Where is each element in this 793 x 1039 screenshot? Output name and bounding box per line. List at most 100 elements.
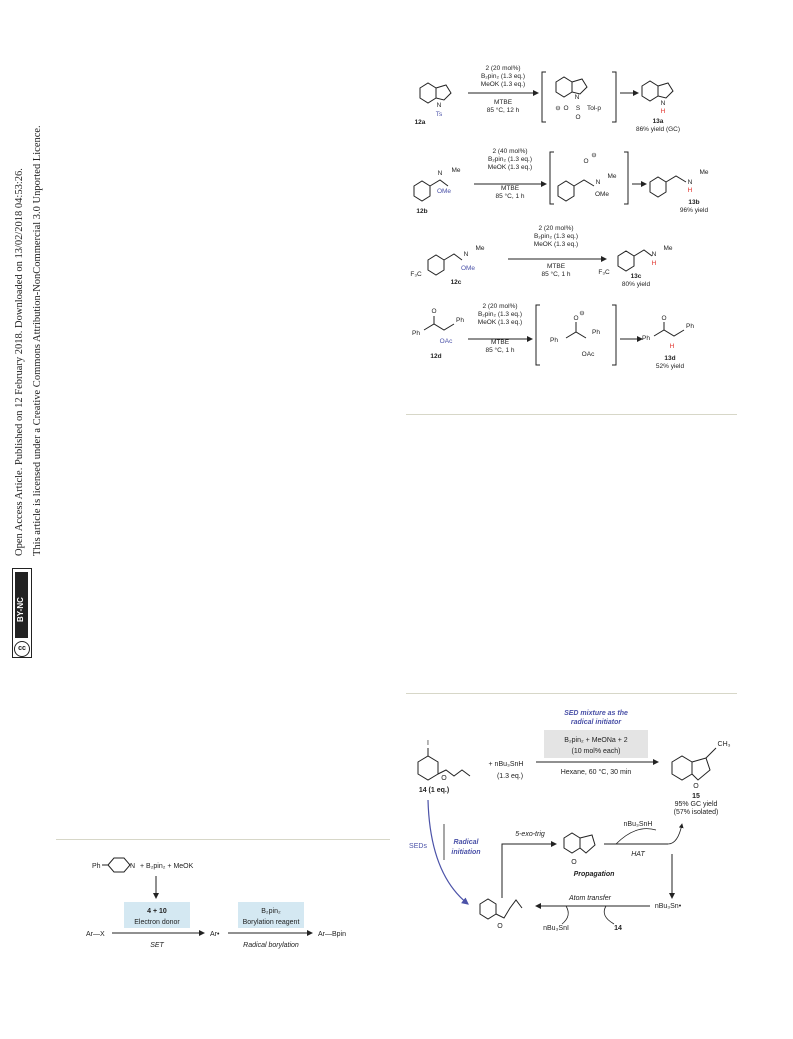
scheme-left-box1-line2: Electron donor	[134, 919, 180, 926]
scheme-top-r1-cond2: B₂pin₂ (1.3 eq.)	[481, 73, 525, 80]
scheme-top-r1-prod-n: N	[661, 100, 666, 107]
scheme-right-sn-radical: nBu₃Sn•	[655, 903, 682, 910]
scheme-top-r4-int-minus: ⊖	[579, 310, 585, 317]
scheme-top-r4-int-ph2: Ph	[592, 329, 600, 336]
scheme-right-rad-o: O	[497, 923, 503, 930]
scheme-top-r2-int-minus: ⊖	[591, 152, 597, 159]
scheme-right-hat: HAT	[631, 851, 645, 858]
scheme-right-title2: radical initiator	[571, 719, 622, 726]
scheme-right-propagation: Propagation	[574, 871, 615, 878]
scheme-top-r3-solvent: MTBE	[547, 263, 566, 270]
scheme-left-box2-line2: Borylation reagent	[243, 919, 300, 926]
scheme-top-r3-prod-cf3: F₃C	[598, 269, 610, 276]
scheme-top-r1-cond3: MeOK (1.3 eq.)	[481, 81, 525, 88]
scheme-top-r2-prod-n: N	[688, 179, 693, 186]
licence-sidebar: Open Access Article. Published on 12 Feb…	[4, 0, 44, 1039]
scheme-right-reagent-eq: (1.3 eq.)	[497, 773, 523, 780]
scheme-right-cyc-o: O	[571, 859, 577, 866]
scheme-top-r2-sm-n: N	[438, 170, 443, 177]
scheme-top-r2-prod: 13b	[688, 199, 699, 206]
scheme-top-r1-int-minus: ⊖	[555, 105, 561, 112]
scheme-right-sn-h: nBu₃SnH	[624, 821, 653, 828]
scheme-top-r3-prod: 13c	[631, 273, 642, 280]
scheme-right-title1: SED mixture as the	[564, 710, 628, 717]
scheme-top-r4-int-oac: OAc	[582, 351, 595, 358]
scheme-top-r2-yield: 96% yield	[680, 207, 709, 214]
scheme-right-label14: 14	[614, 925, 622, 932]
scheme-left-box2-line1: B₂pin₂	[261, 908, 281, 915]
scheme-top-r4-sm-o: O	[431, 308, 436, 315]
scheme-top-r1-int-o2: O	[575, 114, 580, 121]
scheme-top-r1-int-o: O	[563, 105, 568, 112]
sidebar-badge-text: BY-NC	[16, 597, 25, 622]
scheme-top-r4-temp: 85 °C, 1 h	[486, 346, 515, 354]
scheme-top-r4-yield: 52% yield	[656, 363, 685, 370]
scheme-right-prod-yield2: (57% isolated)	[674, 809, 719, 816]
scheme-top-r4-prod: 13d	[664, 355, 675, 362]
scheme-right-atom-transfer: Atom transfer	[568, 895, 612, 902]
scheme-top-r3-cond2: B₂pin₂ (1.3 eq.)	[534, 233, 578, 240]
scheme-top-r3-sm-n: N	[464, 251, 469, 258]
scheme-left-ar-radical: Ar•	[210, 931, 220, 938]
scheme-right-sm-label: 14 (1 eq.)	[419, 787, 449, 794]
scheme-top-r4-solvent: MTBE	[491, 339, 510, 346]
scheme-top-r3-prod-n: N	[652, 251, 657, 258]
borylation-reagent-box	[238, 902, 304, 928]
scheme-right-sm-o: O	[441, 775, 447, 782]
scheme-top-r4-prod-ph2: Ph	[686, 323, 694, 330]
scheme-right-prod-ch3: CH₃	[718, 741, 731, 748]
scheme-top-r2-int-me: Me	[607, 173, 616, 180]
scheme-top-r2-int-n: N	[596, 179, 601, 186]
scheme-top-r3-prod-me: Me	[663, 245, 672, 252]
scheme-right-conditions: Hexane, 60 °C, 30 min	[561, 768, 632, 776]
by-nc-label: BY-NC	[15, 572, 28, 638]
scheme-top-r1-int-s: S	[576, 105, 581, 112]
scheme-top-r3-prod-h: H	[652, 260, 657, 267]
scheme-top-r1-temp: 85 °C, 12 h	[487, 106, 520, 114]
scheme-top-r3-yield: 80% yield	[622, 281, 651, 288]
scheme-right-sm-i: I	[427, 740, 429, 747]
scheme-left-ar-bpin: Ar—Bpin	[318, 931, 346, 938]
scheme-left-box1-line1: 4 + 10	[147, 908, 167, 915]
scheme-right-prod-label: 15	[692, 793, 700, 800]
scheme-top-r3-sm-cf3: F₃C	[410, 271, 422, 278]
scheme-top-r2-prod-me: Me	[699, 169, 708, 176]
scheme-top-r2-cond1: 2 (40 mol%)	[492, 148, 527, 155]
scheme-right-prod-o: O	[693, 783, 699, 790]
scheme-top-r3-sm-ome: OMe	[461, 265, 475, 272]
scheme-left-pyridine-ph: Ph	[92, 863, 101, 870]
scheme-top-r4-sm-ph2: Ph	[456, 317, 464, 324]
scheme-right-box-line2: (10 mol% each)	[571, 748, 620, 755]
divider-left	[56, 839, 390, 840]
scheme-top-r4-prod-ph1: Ph	[642, 335, 650, 342]
scheme-right-initiation: initiation	[451, 849, 480, 856]
scheme-radical-initiator: SED mixture as the radical initiator B₂p…	[409, 710, 731, 932]
cc-licence-badge[interactable]: BY-NC cc	[12, 568, 32, 658]
scheme-reductive-cleavage: 2 (20 mol%) B₂pin₂ (1.3 eq.) MeOK (1.3 e…	[410, 65, 709, 370]
scheme-top-r2-int-o: O	[583, 158, 588, 165]
scheme-right-radical: Radical	[454, 839, 480, 846]
scheme-top-r1-prod-h: H	[661, 108, 666, 115]
scheme-left-set: SET	[150, 942, 164, 949]
scheme-top-r1-int-n: N	[575, 94, 580, 101]
scheme-left-reagents: + B₂pin₂ + MeOK	[140, 863, 194, 870]
scheme-top-r2-prod-h: H	[688, 187, 693, 194]
scheme-top-r2-cond2: B₂pin₂ (1.3 eq.)	[488, 156, 532, 163]
licence-notice[interactable]: This article is licensed under a Creativ…	[32, 125, 43, 556]
scheme-top-r4-int-o: O	[573, 315, 578, 322]
scheme-top-r1-yield: 86% yield (GC)	[636, 126, 680, 133]
scheme-right-snI: nBu₃SnI	[543, 925, 569, 932]
scheme-top-r3-sm-me: Me	[475, 245, 484, 252]
scheme-top-r4-prod-h: H	[670, 343, 675, 350]
sed-box	[544, 730, 648, 758]
scheme-top-r3-temp: 85 °C, 1 h	[542, 270, 571, 278]
scheme-right-seds: SEDs	[409, 843, 427, 850]
scheme-right-box-line1: B₂pin₂ + MeONa + 2	[564, 737, 628, 744]
scheme-top-r2-cond3: MeOK (1.3 eq.)	[488, 164, 532, 171]
scheme-top-r4-int-ph1: Ph	[550, 337, 558, 344]
scheme-top-r4-prod-o: O	[661, 315, 666, 322]
scheme-top-r4-sm: 12d	[430, 353, 441, 360]
scheme-right-reagent: + nBu₃SnH	[489, 761, 524, 768]
scheme-top-r3-cond3: MeOK (1.3 eq.)	[534, 241, 578, 248]
scheme-top-r4-sm-ph1: Ph	[412, 330, 420, 337]
